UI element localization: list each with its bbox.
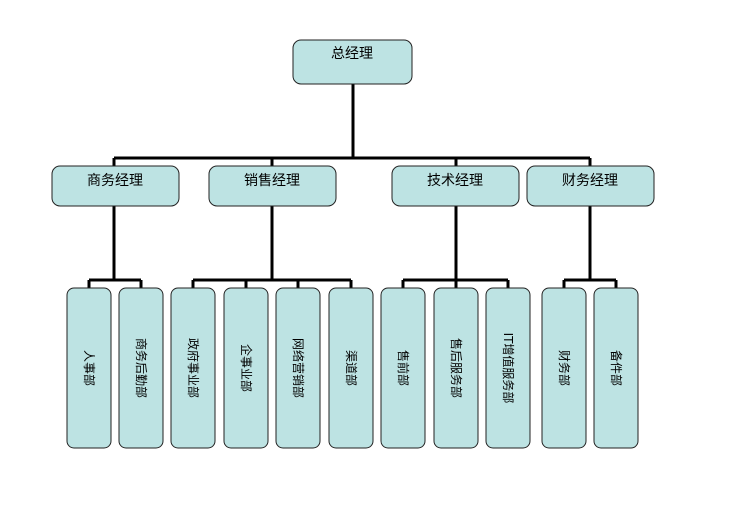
root-label: 总经理 [331,46,373,62]
department-label-channel: 渠道部 [344,350,359,386]
manager-node-tech: 技术经理 [391,165,520,207]
department-label-business-logistics: 商务后勤部 [134,338,149,398]
manager-label-sales: 销售经理 [244,173,300,189]
department-node: 网络营销部 [275,287,321,449]
department-node: 财务部 [541,287,587,449]
department-node: 售前部 [380,287,426,449]
department-label-finance: 财务部 [557,350,572,386]
department-label-it-value-added: IT增值服务部 [501,333,516,404]
department-label-government: 政府事业部 [186,338,201,398]
manager-label-tech: 技术经理 [427,173,483,189]
department-node: 政府事业部 [170,287,216,449]
department-label-online-marketing: 网络营销部 [291,338,306,398]
department-label-enterprise: 企事业部 [239,344,254,392]
root-node: 总经理 [292,39,413,85]
department-node: 售后服务部 [433,287,479,449]
manager-label-finance: 财务经理 [562,173,618,189]
department-label-spare-parts: 备件部 [609,350,624,386]
department-node: 商务后勤部 [118,287,164,449]
department-node: 企事业部 [223,287,269,449]
department-label-aftersales: 售后服务部 [449,338,464,398]
department-node: 人事部 [66,287,112,449]
manager-node-sales: 销售经理 [208,165,337,207]
department-label-hr: 人事部 [82,350,97,386]
manager-node-business: 商务经理 [51,165,180,207]
department-label-presales: 售前部 [396,350,411,386]
department-node: 备件部 [593,287,639,449]
drop-dept [87,280,618,288]
manager-label-business: 商务经理 [87,173,143,189]
connectors [87,84,618,288]
department-node: 渠道部 [328,287,374,449]
department-node: IT增值服务部 [485,287,531,449]
manager-node-finance: 财务经理 [526,165,655,207]
